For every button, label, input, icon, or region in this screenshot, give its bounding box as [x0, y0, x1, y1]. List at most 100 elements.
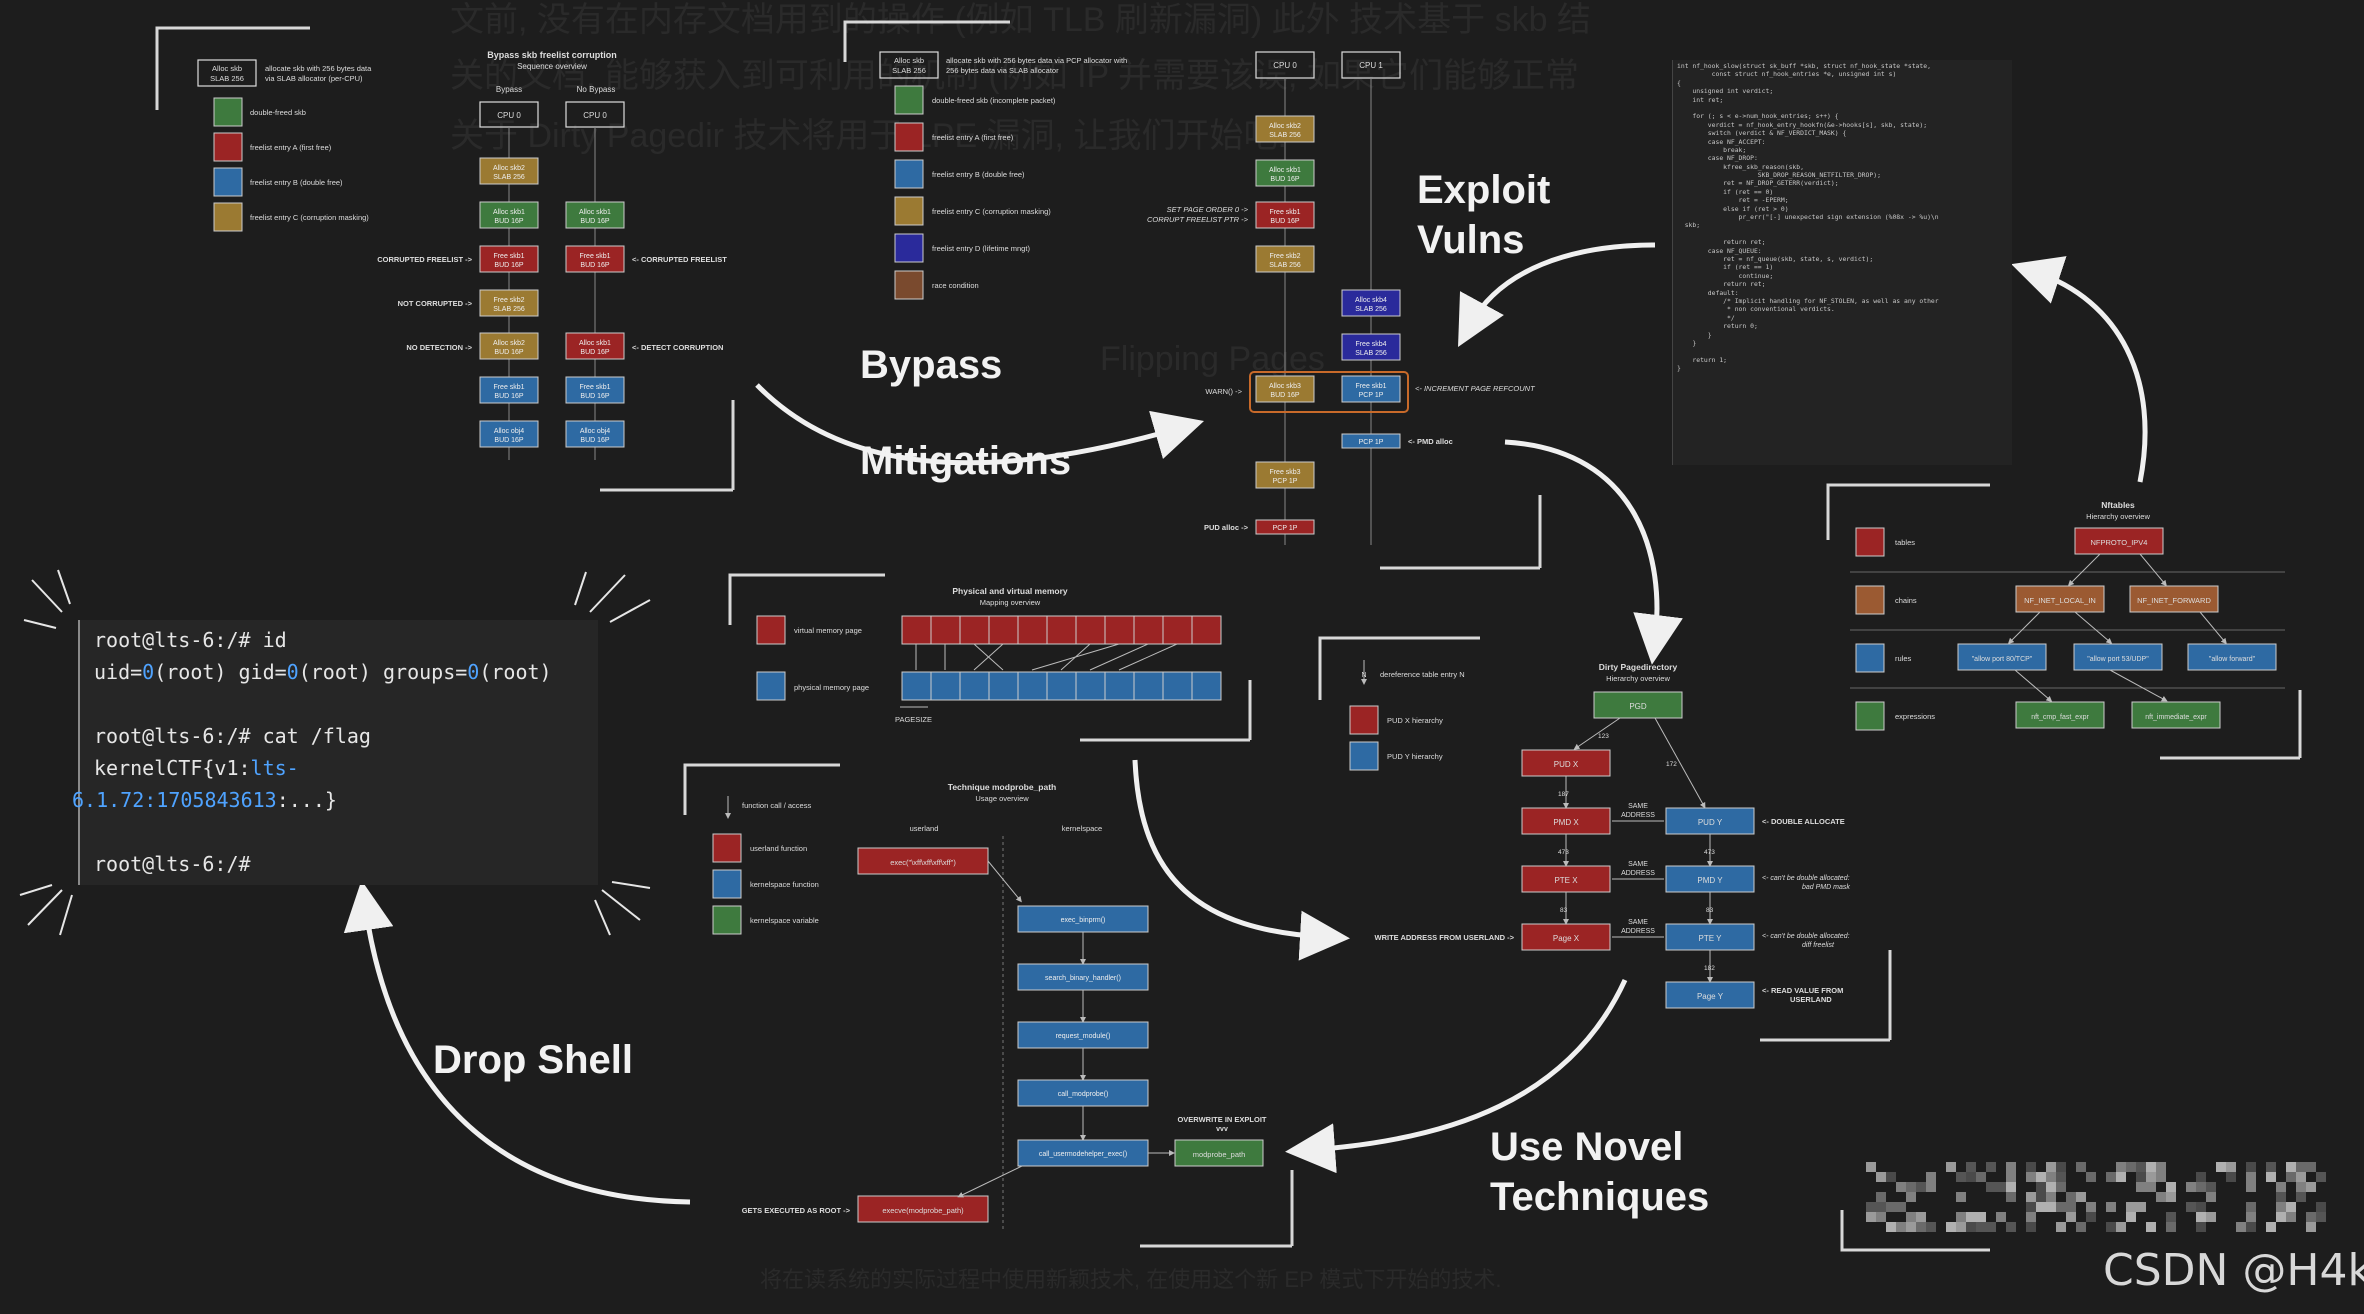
virtual-page: [1191, 615, 1222, 645]
arrow-nft-to-code: [2011, 256, 2148, 483]
freelist-bypass-box-l1: Free skb1: [493, 253, 524, 260]
pixel-block: [2156, 1172, 2166, 1182]
pixel-block: [1866, 1212, 1876, 1222]
code-line: return 0;: [1677, 322, 1758, 331]
svg-text:execve(modprobe_path): execve(modprobe_path): [882, 1206, 964, 1215]
pcp-cpu0-box-l1: Alloc skb1: [1269, 167, 1301, 174]
pixel-block: [2136, 1182, 2146, 1192]
svg-text:diff freelist: diff freelist: [1802, 942, 1835, 949]
pixel-block: [2286, 1212, 2296, 1222]
pixel-block: [2166, 1182, 2176, 1192]
pixel-block: [2266, 1222, 2276, 1232]
stage-vulns: Vulns: [1417, 218, 1525, 262]
svg-text:vvv: vvv: [1216, 1126, 1228, 1133]
pixel-block: [2066, 1202, 2076, 1212]
pixel-block: [2306, 1212, 2316, 1222]
svg-text:SAME: SAME: [1628, 861, 1648, 868]
pcp-cpu1-box-l2: SLAB 256: [1355, 306, 1387, 313]
arrow-pmd-to-pagedir: [1504, 439, 1683, 665]
freelist-bypass-box-l2: BUD 16P: [494, 349, 524, 356]
svg-text:Hierarchy overview: Hierarchy overview: [2086, 512, 2150, 521]
pcp-cpu1-box-l1: Alloc skb4: [1355, 297, 1387, 304]
svg-text:GETS EXECUTED AS ROOT ->: GETS EXECUTED AS ROOT ->: [742, 1206, 851, 1215]
pixel-block: [1876, 1212, 1886, 1222]
pixel-block: [2056, 1172, 2066, 1182]
pixel-block: [2276, 1192, 2286, 1202]
svg-text:"allow port 80/TCP": "allow port 80/TCP": [1972, 656, 2033, 663]
pixel-block: [2246, 1182, 2256, 1192]
pixel-block: [2136, 1202, 2146, 1212]
code-line: */: [1677, 313, 1735, 322]
code-line: case NF_QUEUE:: [1677, 246, 1762, 255]
virtual-page: [1162, 615, 1193, 645]
freelist-bypass-box-l1: Alloc skb2: [493, 340, 525, 347]
pixel-block: [1886, 1202, 1896, 1212]
pixel-block: [1946, 1222, 1956, 1232]
svg-text:exec("\xff\xff\xff\xff"): exec("\xff\xff\xff\xff"): [890, 858, 956, 867]
physical-page: [1104, 671, 1135, 701]
svg-text:PUD Y: PUD Y: [1698, 818, 1723, 827]
pcp-cpu0-box-l2: BUD 16P: [1270, 392, 1300, 399]
pixelated-logo: pwning tech: [1866, 1162, 2326, 1232]
svg-text:userland: userland: [910, 824, 939, 833]
freelist-nobypass-box-l1: Alloc skb1: [579, 209, 611, 216]
pixel-block: [1876, 1172, 1886, 1182]
code-line: }: [1677, 364, 1681, 373]
pixel-block: [2166, 1212, 2176, 1222]
pixel-block: [1946, 1162, 1956, 1172]
pixel-block: [2156, 1162, 2166, 1172]
pixel-block: [2296, 1172, 2306, 1182]
svg-text:SAME: SAME: [1628, 803, 1648, 810]
pixel-block: [2146, 1162, 2156, 1172]
pixel-block: [2046, 1162, 2056, 1172]
pixel-block: [2166, 1222, 2176, 1232]
pcp-legend-swatch: [894, 159, 924, 189]
svg-text:PUD alloc ->: PUD alloc ->: [1204, 523, 1249, 532]
pixel-block: [2076, 1162, 2086, 1172]
svg-text:WARN() ->: WARN() ->: [1205, 387, 1242, 396]
pixel-block: [2246, 1162, 2256, 1172]
pixel-block: [2106, 1222, 2116, 1232]
svg-text:PMD Y: PMD Y: [1697, 876, 1723, 885]
svg-text:83: 83: [1706, 907, 1714, 914]
physical-page: [1191, 671, 1222, 701]
nft-legend-swatch: [1855, 701, 1885, 731]
pixel-block: [1986, 1222, 1996, 1232]
freelist-bypass-box-l2: BUD 16P: [494, 437, 524, 444]
mapping-line: [1118, 643, 1178, 671]
code-line: if (ret == 0): [1677, 187, 1774, 196]
pixel-block: [1906, 1192, 1916, 1202]
pixel-block: [2026, 1222, 2036, 1232]
svg-text:Dirty Pagedirectory: Dirty Pagedirectory: [1599, 662, 1678, 672]
freelist-legend-swatch: [213, 97, 243, 127]
modprobe-step-box-l1: call_usermodehelper_exec(): [1039, 1151, 1127, 1158]
svg-text:userland function: userland function: [750, 844, 807, 853]
pixel-block: [2236, 1222, 2246, 1232]
pixel-block: [2116, 1222, 2126, 1232]
pixel-block: [1926, 1222, 1936, 1232]
freelist-nobypass-box-l2: BUD 16P: [580, 349, 610, 356]
code-line: unsigned int verdict;: [1677, 87, 1774, 96]
svg-text:CORRUPTED FREELIST ->: CORRUPTED FREELIST ->: [377, 255, 472, 264]
freelist-bypass-box-l1: Free skb1: [493, 384, 524, 391]
nft-legend-label: expressions: [1895, 712, 1935, 721]
pixel-block: [2196, 1222, 2206, 1232]
pixel-block: [1926, 1182, 1936, 1192]
pcp-legend-label: double-freed skb (incomplete packet): [932, 96, 1056, 105]
svg-text:Usage overview: Usage overview: [975, 794, 1029, 803]
pixel-block: [1966, 1172, 1976, 1182]
code-line: skb;: [1677, 221, 1701, 230]
svg-text:modprobe_path: modprobe_path: [1193, 1150, 1246, 1159]
svg-text:physical memory page: physical memory page: [794, 683, 869, 692]
svg-text:SET PAGE ORDER 0 ->: SET PAGE ORDER 0 ->: [1167, 205, 1249, 214]
pixel-block: [2066, 1212, 2076, 1222]
pixel-block: [2226, 1162, 2236, 1172]
pixel-block: [2156, 1192, 2166, 1202]
code-line: [1677, 347, 2008, 355]
